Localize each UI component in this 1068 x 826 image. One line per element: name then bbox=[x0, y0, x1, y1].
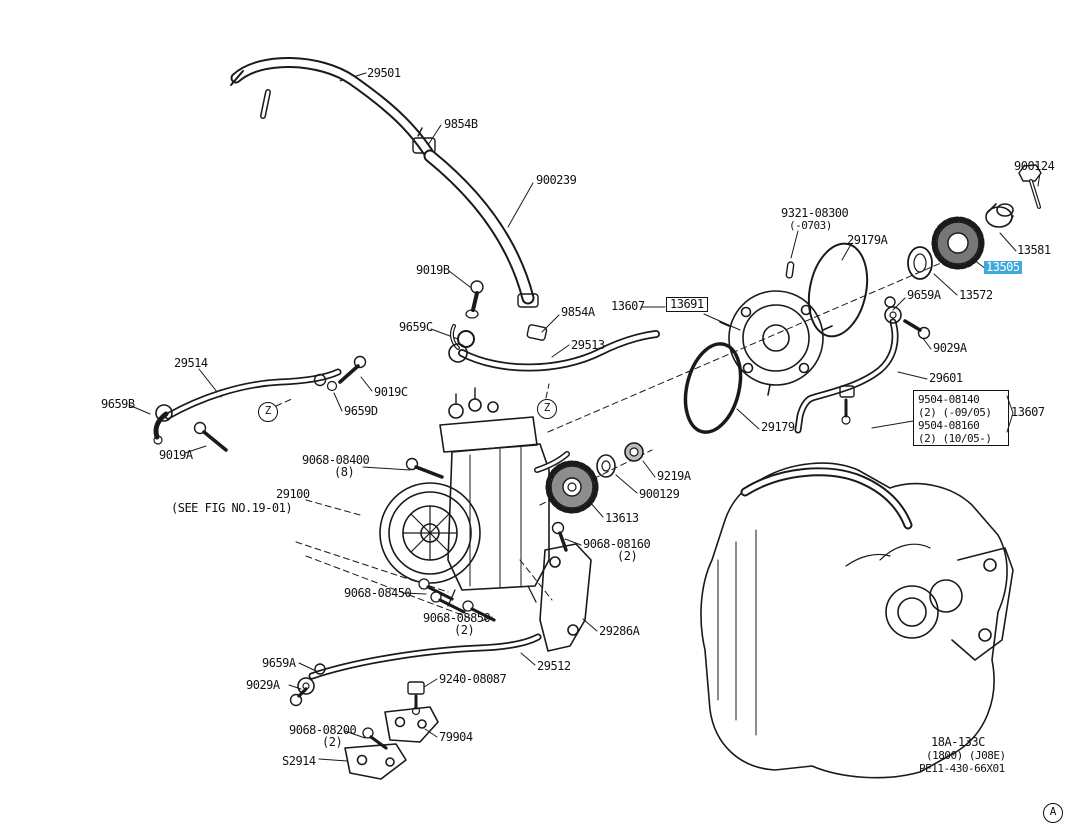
part-label-29286A[interactable]: 29286A bbox=[599, 624, 640, 638]
pin-9321-08300 bbox=[785, 261, 795, 279]
cover-13691 bbox=[719, 290, 833, 396]
part-qty-9068-08400: (8) bbox=[334, 465, 355, 479]
part-label-9019B[interactable]: 9019B bbox=[416, 263, 450, 277]
bolts-9068-08850 bbox=[462, 600, 496, 622]
engine-block bbox=[700, 462, 1014, 779]
bolt-900124 bbox=[1018, 164, 1042, 209]
part-label-9019C[interactable]: 9019C bbox=[374, 385, 408, 399]
part-label-9068-08450[interactable]: 9068-08450 bbox=[344, 586, 412, 600]
pipe-29512 bbox=[297, 633, 542, 695]
clamp-9854A bbox=[526, 324, 548, 341]
part-label-29179[interactable]: 29179 bbox=[761, 420, 795, 434]
page-marker-a: A bbox=[1043, 803, 1063, 823]
part-label-900239[interactable]: 900239 bbox=[536, 173, 577, 187]
connector-marker-z-left: Z bbox=[258, 402, 278, 422]
pipe-29501 bbox=[230, 57, 434, 158]
see-fig-note: (SEE FIG NO.19-01) bbox=[171, 501, 293, 515]
part-label-29501[interactable]: 29501 bbox=[367, 66, 401, 80]
figure-plate: PE11-430-66X01 bbox=[919, 762, 1005, 775]
part-label-9659C[interactable]: 9659C bbox=[399, 320, 433, 334]
part-label-29514[interactable]: 29514 bbox=[174, 356, 208, 370]
washer-900129 bbox=[596, 454, 616, 478]
bolt-9029A-bottom bbox=[289, 687, 308, 707]
part-note-9321-08300: (-0703) bbox=[789, 219, 832, 232]
part-label-900129[interactable]: 900129 bbox=[639, 487, 680, 501]
part-label-9854A[interactable]: 9854A bbox=[561, 305, 595, 319]
compressor-29100 bbox=[379, 387, 570, 607]
part-label-13581[interactable]: 13581 bbox=[1017, 243, 1051, 257]
part-label-13613[interactable]: 13613 bbox=[605, 511, 639, 525]
oring-29179 bbox=[683, 342, 743, 434]
part-label-9019A[interactable]: 9019A bbox=[159, 448, 193, 462]
part-label-9659D[interactable]: 9659D bbox=[344, 404, 378, 418]
part-label-13691[interactable]: 13691 bbox=[666, 297, 708, 312]
clamp-9240-08087 bbox=[407, 681, 425, 716]
bolts-9068-08450 bbox=[418, 578, 466, 614]
part-label-29100[interactable]: 29100 bbox=[276, 487, 310, 501]
bracket-29286A bbox=[539, 543, 592, 652]
part-qty-9068-08850: (2) bbox=[454, 623, 475, 637]
part-qty-9068-08200: (2) bbox=[322, 735, 343, 749]
connector-marker-z-right: Z bbox=[537, 399, 557, 419]
part-label-79904[interactable]: 79904 bbox=[439, 730, 473, 744]
part-label-13572[interactable]: 13572 bbox=[959, 288, 993, 302]
gear-13613 bbox=[545, 460, 599, 514]
washer-13572 bbox=[907, 246, 933, 280]
part-label-9504-08160[interactable]: 9504-08160 bbox=[918, 419, 980, 432]
part-label-29512[interactable]: 29512 bbox=[537, 659, 571, 673]
callout-box-9504 bbox=[913, 390, 1009, 446]
cap-13581 bbox=[985, 203, 1014, 228]
pipe-29514 bbox=[153, 368, 342, 445]
bolt-9019C bbox=[338, 355, 367, 384]
bolt-9068-08160 bbox=[551, 521, 568, 552]
part-label-9659A-right[interactable]: 9659A bbox=[907, 288, 941, 302]
figure-variant: (1800) (J08E) bbox=[926, 749, 1006, 762]
part-label-9854B[interactable]: 9854B bbox=[444, 117, 478, 131]
assembly-axis-lines bbox=[275, 259, 949, 619]
part-label-13607-right[interactable]: 13607 bbox=[1011, 405, 1045, 419]
plug-9019B bbox=[465, 280, 484, 319]
oring-29179A bbox=[807, 242, 869, 338]
figure-code: 18A-133C bbox=[931, 735, 985, 749]
part-label-9029A-bottom[interactable]: 9029A bbox=[246, 678, 280, 692]
part-label-13607-center[interactable]: 13607 bbox=[611, 299, 645, 313]
bolt-9068-08200 bbox=[362, 727, 388, 750]
part-label-9068-08200[interactable]: 9068-08200 bbox=[289, 723, 357, 737]
part-label-29601[interactable]: 29601 bbox=[929, 371, 963, 385]
part-label-9068-08160[interactable]: 9068-08160 bbox=[583, 537, 651, 551]
clamp-9854B bbox=[412, 127, 436, 154]
hose-900239 bbox=[423, 149, 539, 308]
part-label-9068-08850[interactable]: 9068-08850 bbox=[423, 611, 491, 625]
part-label-29513[interactable]: 29513 bbox=[571, 338, 605, 352]
part-label-900124[interactable]: 900124 bbox=[1014, 159, 1055, 173]
part-label-9068-08400[interactable]: 9068-08400 bbox=[302, 453, 370, 467]
part-note-9504-08160: (2) (10/05-) bbox=[918, 432, 992, 445]
part-label-9321-08300[interactable]: 9321-08300 bbox=[781, 206, 849, 220]
bolt-9029A-right bbox=[903, 319, 931, 340]
pipe-29513 bbox=[448, 330, 660, 372]
part-note-9504-08140: (2) (-09/05) bbox=[918, 406, 992, 419]
oring-9659C bbox=[449, 324, 475, 350]
bracket-S2914 bbox=[344, 743, 407, 780]
part-label-9659B[interactable]: 9659B bbox=[101, 397, 135, 411]
part-label-S2914[interactable]: S2914 bbox=[282, 754, 316, 768]
part-label-9659A-bottom[interactable]: 9659A bbox=[262, 656, 296, 670]
gear-13505 bbox=[931, 216, 985, 270]
bracket-79904 bbox=[384, 706, 439, 743]
part-label-13505-highlighted[interactable]: 13505 bbox=[984, 260, 1022, 274]
bolt-9068-08400 bbox=[405, 457, 444, 479]
part-label-9219A[interactable]: 9219A bbox=[657, 469, 691, 483]
part-label-9029A-right[interactable]: 9029A bbox=[933, 341, 967, 355]
part-label-29179A[interactable]: 29179A bbox=[847, 233, 888, 247]
nut-9219A bbox=[624, 442, 644, 462]
part-label-9504-08140[interactable]: 9504-08140 bbox=[918, 393, 980, 406]
bolt-9019A bbox=[193, 421, 228, 452]
part-qty-9068-08160: (2) bbox=[617, 549, 638, 563]
part-label-9240-08087[interactable]: 9240-08087 bbox=[439, 672, 507, 686]
pipe-29601 bbox=[794, 296, 902, 434]
